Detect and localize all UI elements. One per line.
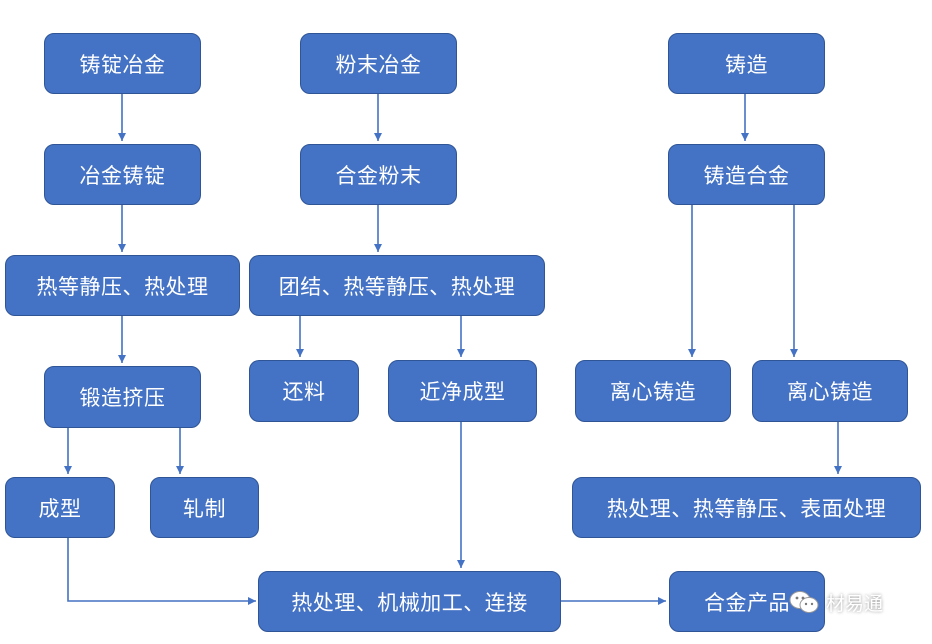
node-centrifugal-casting-2: 离心铸造	[752, 360, 908, 422]
arrow-forming-to-finishing	[67, 538, 256, 605]
node-casting: 铸造	[668, 33, 825, 94]
node-ingot-metallurgy: 铸锭冶金	[44, 33, 201, 94]
node-forge-extrude: 锻造挤压	[44, 366, 201, 428]
node-alloy-ingot: 冶金铸锭	[44, 144, 201, 205]
wechat-icon	[789, 591, 819, 613]
node-rolling: 轧制	[150, 477, 259, 538]
node-centrifugal-casting-1: 离心铸造	[575, 360, 731, 422]
node-return-material: 还料	[249, 360, 359, 422]
node-consolidation-hip-heat: 团结、热等静压、热处理	[249, 255, 545, 316]
node-hip-heat-treatment-left: 热等静压、热处理	[5, 255, 240, 316]
node-heat-machining-joining: 热处理、机械加工、连接	[258, 571, 561, 632]
node-alloy-powder: 合金粉末	[300, 144, 457, 205]
node-near-net-shape: 近净成型	[388, 360, 537, 422]
node-cast-alloy: 铸造合金	[668, 144, 825, 205]
node-powder-metallurgy: 粉末冶金	[300, 33, 457, 94]
node-heat-hip-surface: 热处理、热等静压、表面处理	[572, 477, 921, 538]
watermark: 材易通	[788, 585, 883, 619]
node-forming: 成型	[5, 477, 115, 538]
watermark-text: 材易通	[826, 592, 884, 615]
